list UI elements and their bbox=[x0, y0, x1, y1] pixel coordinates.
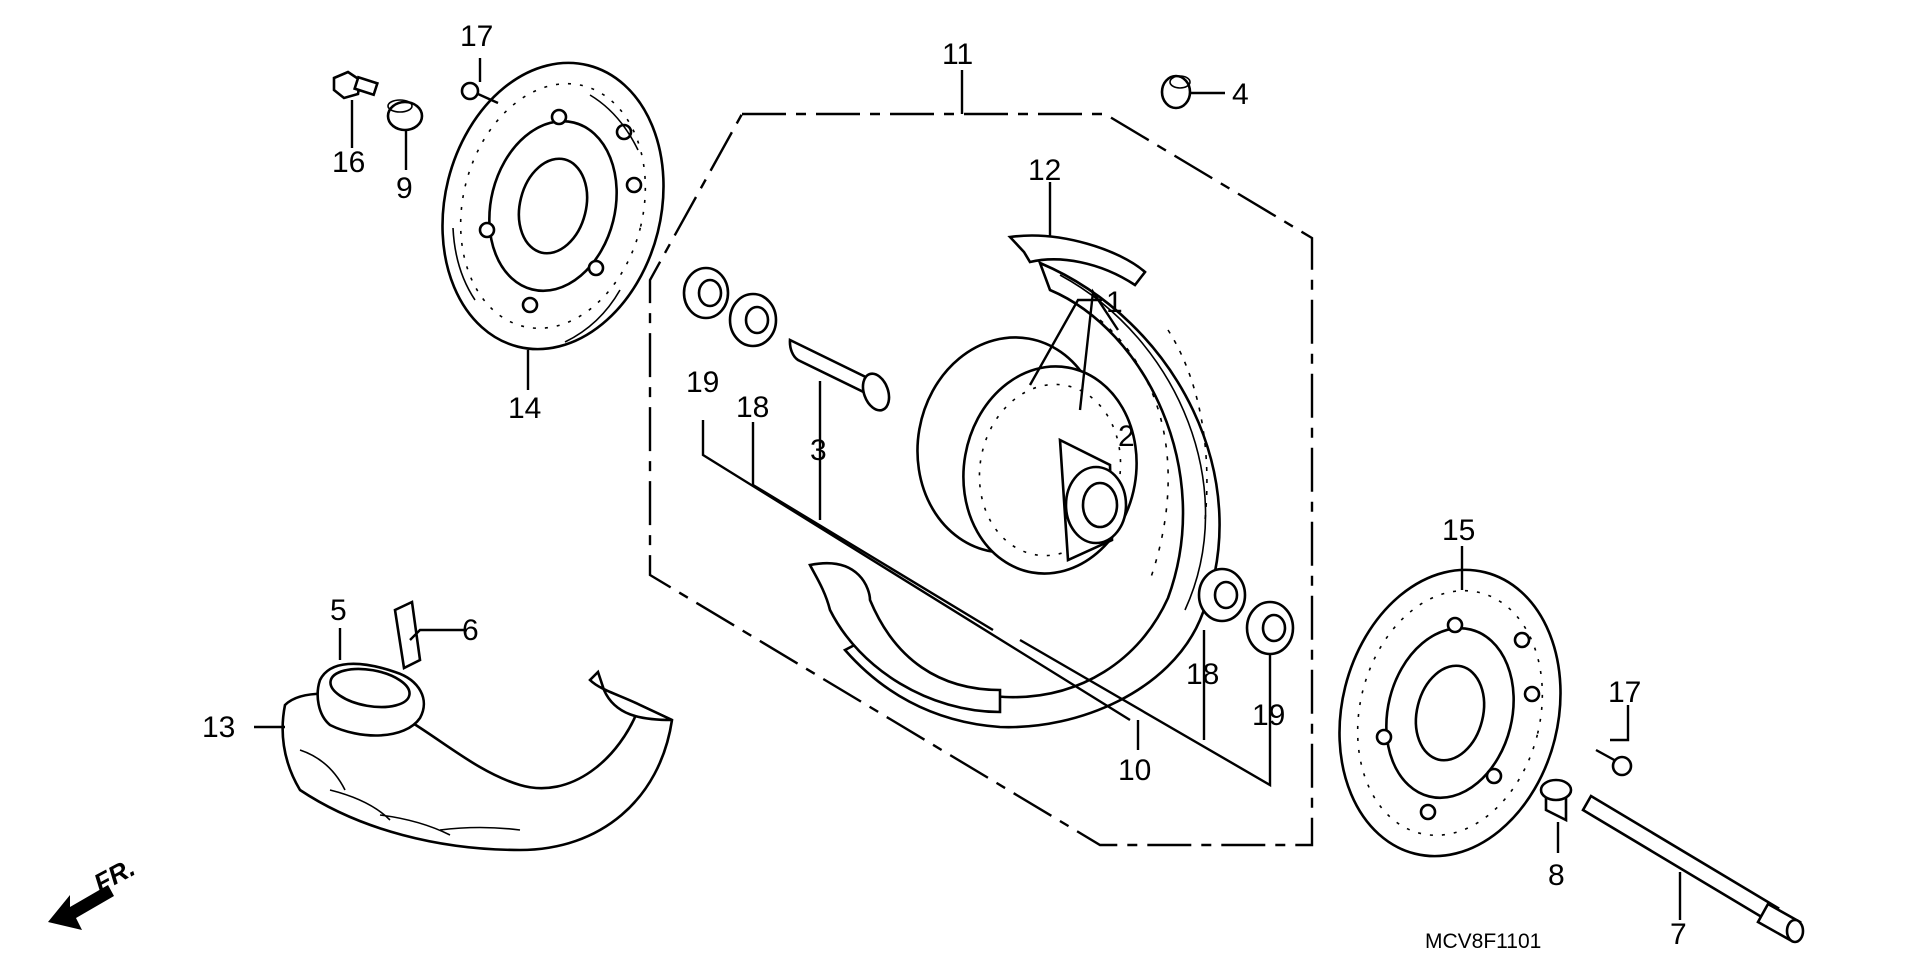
part-19-bearing-left bbox=[682, 266, 730, 320]
callout-6: 6 bbox=[462, 614, 479, 647]
part-10-wheel-rim bbox=[842, 260, 1221, 729]
wheel-assembly-boundary bbox=[648, 112, 1314, 847]
callout-18-left: 18 bbox=[736, 391, 769, 424]
callout-9: 9 bbox=[396, 172, 413, 205]
part-12-rim-band bbox=[808, 234, 1147, 714]
part-6-rim-strip bbox=[393, 600, 422, 670]
leader-lines bbox=[254, 58, 1682, 920]
callout-7: 7 bbox=[1670, 918, 1687, 951]
callout-14: 14 bbox=[508, 392, 541, 425]
callout-17-right: 17 bbox=[1608, 676, 1641, 709]
callout-12: 12 bbox=[1028, 154, 1061, 187]
part-17-screw-right bbox=[1595, 748, 1633, 777]
part-18-bearing-left bbox=[728, 292, 778, 348]
part-7-front-axle bbox=[1581, 794, 1805, 944]
callout-19-right: 19 bbox=[1252, 699, 1285, 732]
part-16-flange-bolt bbox=[332, 70, 380, 100]
part-9-collar bbox=[386, 99, 424, 132]
callout-18-right: 18 bbox=[1186, 658, 1219, 691]
front-direction-arrow-icon bbox=[48, 885, 114, 930]
callout-2: 2 bbox=[1118, 420, 1135, 453]
callout-3: 3 bbox=[810, 434, 827, 467]
callout-4: 4 bbox=[1232, 78, 1249, 111]
part-8-axle-collar bbox=[1539, 778, 1573, 823]
part-5-inner-tube bbox=[316, 662, 426, 737]
callout-5: 5 bbox=[330, 594, 347, 627]
front-indicator-label: FR. bbox=[89, 852, 140, 898]
callout-13: 13 bbox=[202, 711, 235, 744]
part-15-right-brake-disc bbox=[1338, 568, 1562, 858]
callout-19-left: 19 bbox=[686, 366, 719, 399]
callout-8: 8 bbox=[1548, 859, 1565, 892]
part-19-bearing-right bbox=[1245, 600, 1295, 656]
diagram-code: MCV8F1101 bbox=[1425, 930, 1541, 953]
part-3-distance-collar bbox=[788, 337, 891, 412]
part-18-bearing-right bbox=[1197, 567, 1247, 623]
callout-17-top: 17 bbox=[460, 20, 493, 53]
callout-16: 16 bbox=[332, 146, 365, 179]
callout-15: 15 bbox=[1442, 514, 1475, 547]
callout-11: 11 bbox=[942, 38, 973, 71]
callout-10: 10 bbox=[1118, 754, 1151, 787]
callout-1: 1 bbox=[1106, 286, 1123, 319]
part-14-left-brake-disc bbox=[441, 61, 665, 351]
part-17-screw-top bbox=[460, 81, 499, 105]
